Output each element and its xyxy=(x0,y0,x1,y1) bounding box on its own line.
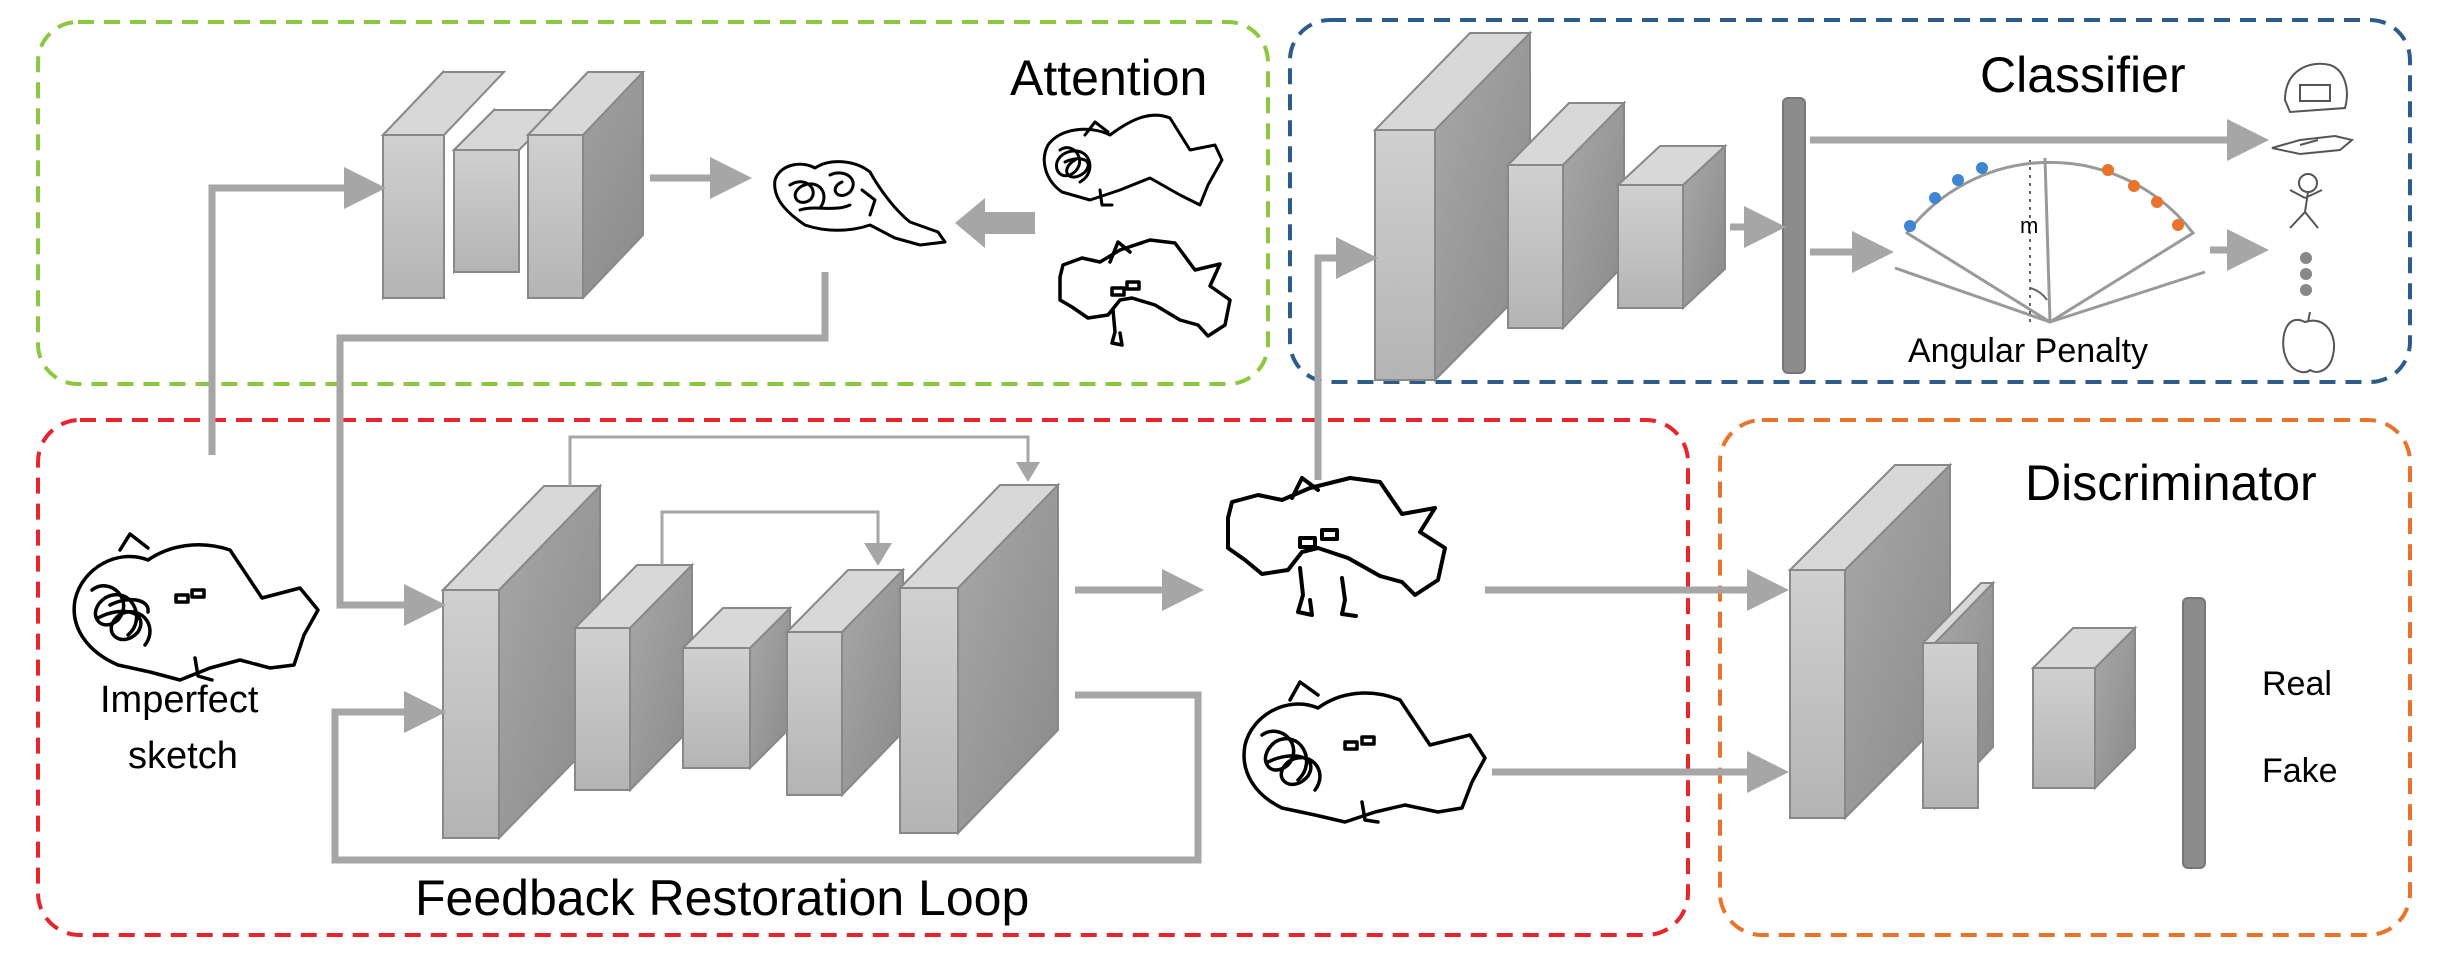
attention-conv-block-3 xyxy=(525,71,646,300)
class-center-dots-orange xyxy=(2102,164,2184,231)
apple-sample-icon xyxy=(2282,311,2336,374)
classifier-title: Classifier xyxy=(1980,47,2186,103)
restoration-decoder-block-1 xyxy=(784,567,906,798)
attention-conv-block-1 xyxy=(380,69,507,301)
discriminator-module-box xyxy=(1718,418,2412,937)
imperfect-airplane-sketch-attention xyxy=(1042,113,1224,207)
attention-map-to-restoration-arrow xyxy=(336,272,829,626)
imperfect-input-sketch xyxy=(72,532,320,682)
classifier-module-box xyxy=(1288,18,2412,384)
restored-airplane-sketch xyxy=(1226,476,1447,618)
restoration-decoder-block-2 xyxy=(897,482,1061,836)
restoration-encoder-block-2 xyxy=(572,562,695,793)
skip-connection-outer xyxy=(568,435,1030,486)
feedback-loop-title: Feedback Restoration Loop xyxy=(415,870,1029,926)
discriminator-conv-block-2 xyxy=(1920,580,1996,811)
skip-connection-inner-head xyxy=(864,543,892,566)
attention-title: Attention xyxy=(1010,50,1207,106)
classifier-conv-block-1 xyxy=(1372,30,1533,383)
discriminator-conv-block-1 xyxy=(1787,462,1953,821)
classifier-feature-bar xyxy=(1782,97,1806,374)
attention-map-sketch xyxy=(773,160,947,247)
attention-module-box xyxy=(36,20,1270,386)
angular-penalty-label: Angular Penalty xyxy=(1908,332,2148,370)
discriminator-output-bar xyxy=(2182,597,2206,869)
real-label: Real xyxy=(2262,665,2332,703)
restored-to-classifier-arrow xyxy=(1314,237,1378,480)
imperfect-airplane-sketch-discriminator xyxy=(1242,680,1487,824)
angular-penalty-fan xyxy=(1894,157,2206,324)
monkey-sample-icon xyxy=(2289,173,2323,229)
skip-connection-inner xyxy=(660,510,880,565)
input-to-attention-arrow xyxy=(208,167,386,455)
classifier-conv-block-2 xyxy=(1505,100,1627,331)
discriminator-conv-block-3 xyxy=(2030,625,2138,791)
plane-sample-icon xyxy=(2271,134,2355,156)
class-center-dots-blue xyxy=(1904,162,1988,232)
classifier-conv-block-3 xyxy=(1615,143,1728,311)
feedback-loop-path xyxy=(331,691,1202,864)
restoration-bottleneck-block xyxy=(680,605,793,771)
clean-airplane-sketch xyxy=(1058,238,1232,347)
feedback-loop-module-box xyxy=(36,418,1690,937)
attention-input-arrow xyxy=(955,198,1035,248)
attention-conv-block-2 xyxy=(451,107,562,275)
imperfect-sketch-label-line2: sketch xyxy=(128,735,238,777)
fake-label: Fake xyxy=(2262,752,2338,790)
imperfect-sketch-label-line1: Imperfect xyxy=(100,679,259,721)
skip-connection-outer-head xyxy=(1016,462,1040,482)
more-classes-ellipsis xyxy=(2300,252,2312,296)
discriminator-title: Discriminator xyxy=(2025,455,2317,511)
margin-label: m xyxy=(2020,213,2038,238)
helmet-sample-icon xyxy=(2283,62,2348,114)
